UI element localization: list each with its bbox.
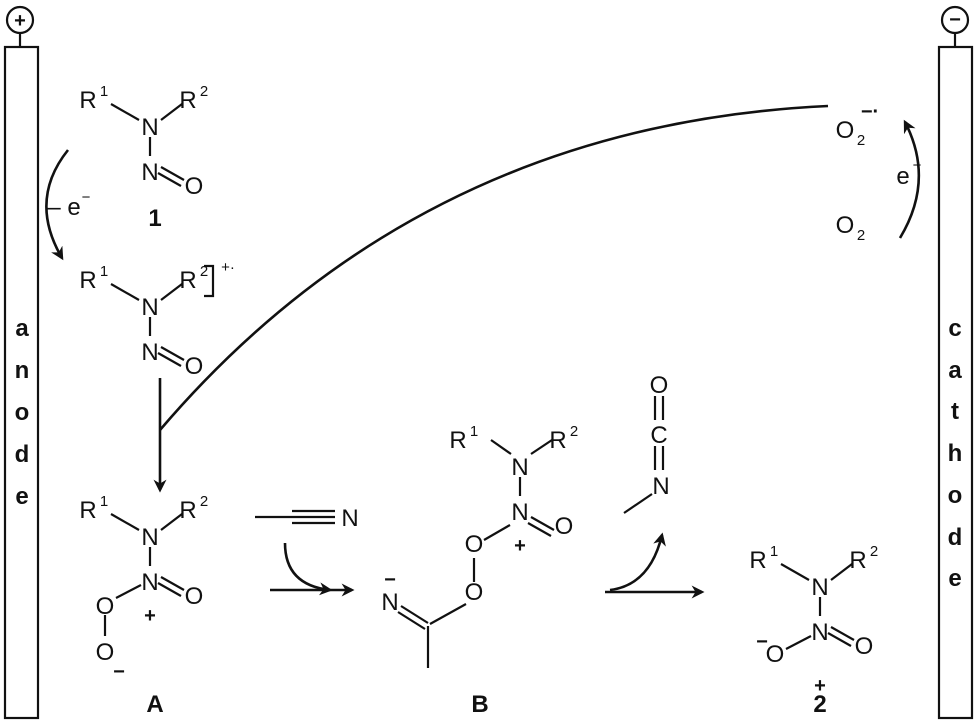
- r2-atom: R: [849, 547, 866, 574]
- oxygen-atom: O: [465, 531, 484, 558]
- oxygen-atom: O: [96, 593, 115, 620]
- plus-charge: +: [144, 605, 156, 627]
- nitro-n-atom: N: [811, 619, 828, 646]
- cathode-label-letter: o: [948, 482, 963, 509]
- electron-charge: −: [913, 157, 922, 174]
- oxygen-atom: O: [766, 641, 785, 668]
- anode-label-letter: a: [15, 315, 29, 342]
- r2-index: 2: [200, 83, 208, 100]
- cathode-label-letter: e: [948, 565, 961, 592]
- r2-atom: R: [179, 87, 196, 114]
- electron-charge: −: [82, 189, 91, 206]
- plus-charge: +: [814, 675, 826, 697]
- isocyanate-release-arrow: [609, 532, 666, 592]
- oxygen-atom: O: [465, 579, 484, 606]
- anode: [3, 5, 40, 720]
- nitro-n-atom: N: [141, 339, 158, 366]
- superoxide-charge: −·: [861, 101, 879, 123]
- amine-n-atom: N: [811, 574, 828, 601]
- r1-index: 1: [770, 543, 778, 560]
- isocyanate-n-atom: N: [652, 473, 669, 500]
- oxygen-subscript: 2: [857, 132, 865, 149]
- r2-index: 2: [870, 543, 878, 560]
- nitrile-addition-arrow: [283, 542, 333, 596]
- r2-index: 2: [200, 493, 208, 510]
- cathode-sign: −: [949, 9, 961, 31]
- oxygen-atom: O: [185, 353, 204, 380]
- oxygen-atom: O: [185, 583, 204, 610]
- r2-atom: R: [549, 427, 566, 454]
- oxidation-arrow: [45, 149, 70, 261]
- cathode-electrode: [937, 45, 974, 720]
- r1-atom: R: [749, 547, 766, 574]
- anode-label-letter: o: [15, 399, 30, 426]
- amine-n-atom: N: [141, 114, 158, 141]
- oxygen-subscript: 2: [857, 227, 865, 244]
- nitro-n-atom: N: [141, 569, 158, 596]
- anode-label-letter: d: [15, 441, 30, 468]
- r1-index: 1: [100, 263, 108, 280]
- r1-atom: R: [79, 267, 96, 294]
- nitro-n-atom: N: [141, 159, 158, 186]
- oxygen-atom: O: [836, 117, 855, 144]
- reduction-arrow: [898, 119, 921, 239]
- radical-cation-charge: +·: [221, 259, 235, 276]
- superoxide-transfer-curve: [159, 104, 829, 431]
- bonds: [103, 103, 855, 668]
- imidate-n-atom: N: [381, 589, 398, 616]
- r1-atom: R: [449, 427, 466, 454]
- minus-charge: −: [113, 661, 125, 683]
- r1-index: 1: [100, 83, 108, 100]
- electron-loss-label: – e: [47, 194, 80, 221]
- cathode-label-letter: c: [948, 315, 961, 342]
- cathode-label-letter: h: [948, 440, 963, 467]
- nitro-n-atom: N: [511, 499, 528, 526]
- nitrile-n-atom: N: [341, 505, 358, 532]
- arrows: [45, 104, 921, 599]
- r2-index: 2: [200, 263, 208, 280]
- anode-label-letter: n: [15, 357, 30, 384]
- compound-label-1: 1: [148, 205, 161, 232]
- cathode-label-letter: a: [948, 357, 962, 384]
- r1-index: 1: [100, 493, 108, 510]
- minus-charge: −: [384, 569, 396, 591]
- compound-label-2: 2: [813, 691, 826, 718]
- cathode-label-letter: d: [948, 524, 963, 551]
- oxygen-atom: O: [555, 513, 574, 540]
- minus-charge: −: [756, 631, 768, 653]
- amine-n-atom: N: [511, 454, 528, 481]
- r1-atom: R: [79, 497, 96, 524]
- oxygen-atom: O: [855, 633, 874, 660]
- anode-electrode: [3, 45, 40, 720]
- cathode: [937, 5, 974, 720]
- r2-index: 2: [570, 423, 578, 440]
- electron-label: e: [896, 163, 909, 190]
- amine-n-atom: N: [141, 294, 158, 321]
- compound-label-B: B: [471, 691, 488, 718]
- r2-atom: R: [179, 497, 196, 524]
- r1-atom: R: [79, 87, 96, 114]
- oxygen-atom: O: [96, 639, 115, 666]
- compound-label-A: A: [146, 691, 163, 718]
- anode-label-letter: e: [15, 483, 28, 510]
- amine-n-atom: N: [141, 524, 158, 551]
- anode-sign: +: [14, 10, 26, 32]
- r2-atom: R: [179, 267, 196, 294]
- oxygen-atom: O: [185, 173, 204, 200]
- cathode-label-letter: t: [951, 398, 959, 425]
- oxygen-atom: O: [836, 212, 855, 239]
- plus-charge: +: [514, 535, 526, 557]
- oxygen-atom: O: [650, 372, 669, 399]
- carbon-atom: C: [650, 422, 667, 449]
- r1-index: 1: [470, 423, 478, 440]
